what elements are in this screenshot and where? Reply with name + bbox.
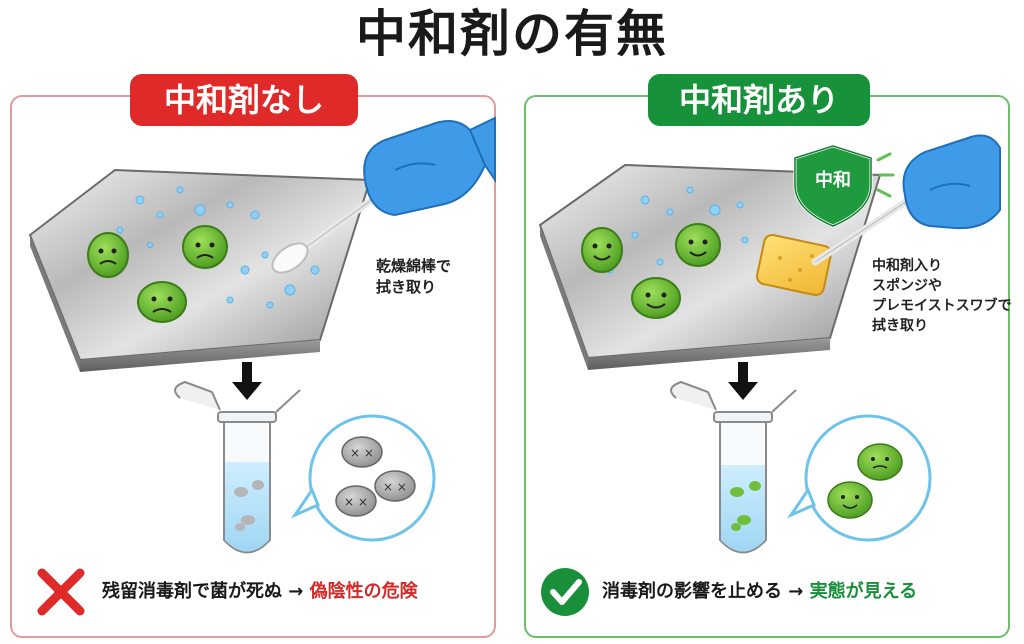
cross-icon xyxy=(37,568,85,616)
label-with-neutralizer: 中和剤あり xyxy=(648,74,870,126)
bacteria-icon xyxy=(827,481,873,519)
shield-icon xyxy=(793,144,895,228)
left-method-note: 乾燥綿棒で 拭き取り xyxy=(376,256,451,298)
check-icon xyxy=(541,568,589,616)
label-without-neutralizer: 中和剤なし xyxy=(130,74,358,126)
zoom-bubble xyxy=(786,414,932,542)
bacteria-icon xyxy=(182,225,228,269)
glove-icon xyxy=(902,134,1001,230)
glove-icon xyxy=(363,116,496,217)
right-result-highlight: 実態が見える xyxy=(809,581,918,602)
left-result-text: 残留消毒剤で菌が死ぬ → xyxy=(102,581,304,602)
bacteria-icon xyxy=(137,281,187,323)
shield-label: 中和 xyxy=(815,169,851,191)
left-method-line: 拭き取り xyxy=(376,278,437,296)
right-droplets xyxy=(606,186,749,274)
dead-bacteria-icon: × × xyxy=(341,436,383,468)
dead-bacteria-icon: × × xyxy=(374,470,416,502)
bacteria-icon xyxy=(581,227,623,273)
left-method-line: 乾燥綿棒で xyxy=(376,257,452,275)
down-arrow-icon xyxy=(728,362,758,400)
right-method-line: 拭き取り xyxy=(872,318,928,334)
right-method-line: スポンジや xyxy=(872,278,942,294)
dead-bacteria-icon: × × xyxy=(335,485,377,517)
zoom-bubble: × × × × × × xyxy=(290,414,436,542)
svg-text:× ×: × × xyxy=(383,480,407,494)
left-droplets xyxy=(96,186,320,309)
down-arrow-icon xyxy=(232,362,262,400)
svg-text:× ×: × × xyxy=(350,446,374,460)
svg-text:× ×: × × xyxy=(344,495,368,509)
test-tube-icon xyxy=(670,380,797,554)
bacteria-icon xyxy=(631,277,681,319)
bacteria-icon xyxy=(675,223,721,267)
right-method-note: 中和剤入り スポンジや プレモイストスワブで 拭き取り xyxy=(872,256,1012,336)
bacteria-icon xyxy=(857,443,903,481)
right-method-line: 中和剤入り xyxy=(872,258,942,274)
right-result-text: 消毒剤の影響を止める → xyxy=(602,581,804,602)
bacteria-icon xyxy=(87,232,129,278)
right-method-line: プレモイストスワブで xyxy=(872,298,1012,314)
sponge-icon xyxy=(756,233,832,297)
test-tube-icon xyxy=(174,380,301,554)
left-result-highlight: 偽陰性の危険 xyxy=(309,581,418,602)
left-result: 残留消毒剤で菌が死ぬ → 偽陰性の危険 xyxy=(102,579,418,605)
page-title: 中和剤の有無 xyxy=(356,5,668,63)
right-result: 消毒剤の影響を止める → 実態が見える xyxy=(602,579,917,605)
